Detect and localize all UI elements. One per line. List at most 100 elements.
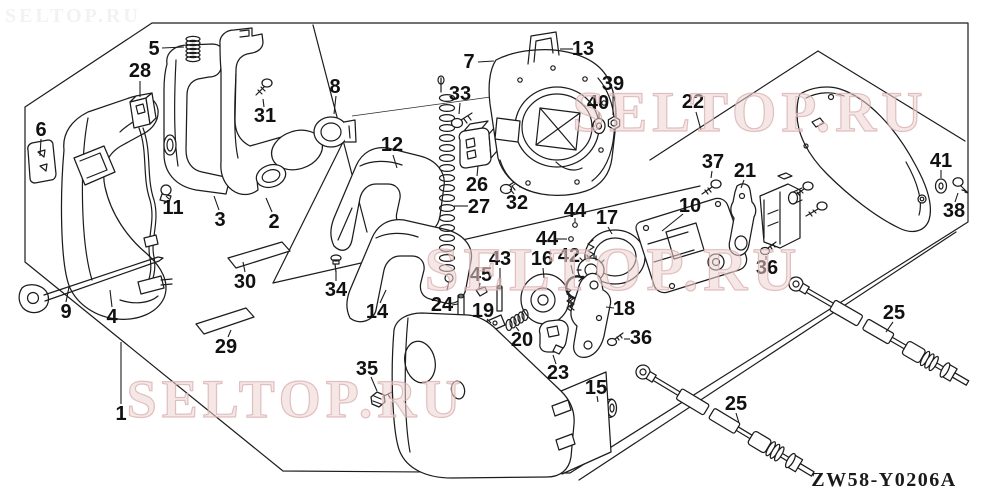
leader-line-24 — [451, 303, 459, 306]
part-number-label-34: 34 — [325, 279, 348, 301]
part-rear-cover-panel — [796, 86, 931, 233]
part-number-label-16: 16 — [531, 248, 553, 270]
part-number-label-32: 32 — [506, 192, 528, 214]
leader-line-29 — [227, 329, 232, 338]
part-number-label-8: 8 — [329, 76, 340, 98]
part-number-label-30: 30 — [234, 271, 256, 293]
part-30-grip-strip — [227, 241, 291, 269]
watermark-top-right: SELTOP.RU — [573, 81, 928, 144]
part-number-label-38: 38 — [943, 200, 965, 222]
part-5-spring — [185, 35, 201, 63]
part-number-label-23: 23 — [547, 362, 569, 384]
drawing-code: ZW58-Y0206A — [811, 469, 956, 491]
part-11-clip — [159, 184, 172, 203]
part-13-clip-bracket — [527, 31, 560, 65]
leader-line-19 — [486, 318, 492, 324]
leader-line-33 — [458, 102, 461, 115]
part-number-label-35: 35 — [356, 358, 378, 380]
part-number-label-19: 19 — [472, 300, 494, 322]
leader-line-3 — [213, 195, 220, 211]
assembly-boundary-lines — [24, 22, 969, 481]
part-38-screw — [952, 177, 969, 194]
leader-line-15 — [596, 395, 599, 403]
part-number-label-1: 1 — [115, 403, 126, 425]
part-number-label-9: 9 — [60, 301, 71, 323]
leader-line-42 — [570, 264, 574, 275]
leader-line-35 — [370, 376, 378, 392]
part-45-wedge — [475, 286, 488, 297]
leader-line-2 — [265, 197, 273, 213]
part-number-label-12: 12 — [381, 134, 403, 156]
part-number-label-28: 28 — [129, 60, 151, 82]
part-number-label-43: 43 — [489, 248, 511, 270]
part-number-label-20: 20 — [511, 329, 533, 351]
leader-line-22 — [695, 111, 702, 131]
part-number-label-42: 42 — [558, 245, 580, 267]
part-8-bushing-ring — [313, 116, 357, 148]
part-number-label-29: 29 — [215, 336, 237, 358]
part-7-pivot-plate — [488, 49, 617, 196]
part-16-gear — [520, 273, 573, 325]
part-28-switch-harness — [129, 92, 173, 295]
part-14-cover-lower-half — [346, 219, 473, 323]
leader-line-20 — [515, 326, 520, 332]
part-10-mount-plate — [635, 197, 748, 294]
part-number-label-21: 21 — [734, 160, 756, 182]
part-20-spring — [505, 308, 529, 332]
part-9-pivot-pin — [18, 256, 164, 314]
leader-line-7 — [477, 60, 495, 63]
watermarks: SELTOP.RU SELTOP.RU SELTOP.RU SELTOP.RU — [5, 5, 928, 430]
part-number-label-17: 17 — [596, 207, 618, 229]
part-number-label-39: 39 — [602, 73, 624, 95]
part-25-cable-lower — [632, 360, 818, 482]
leader-line-32 — [509, 188, 515, 195]
part-number-label-27: 27 — [468, 196, 490, 218]
part-number-label-3: 3 — [214, 209, 225, 231]
part-number-label-26: 26 — [466, 174, 488, 196]
leader-line-45 — [478, 282, 481, 289]
part-number-label-13: 13 — [572, 38, 594, 60]
leader-line-21 — [740, 179, 745, 189]
part-number-label-7: 7 — [463, 51, 474, 73]
part-27-long-spring — [437, 75, 456, 291]
part-number-label-22: 22 — [682, 91, 704, 113]
part-number-label-5: 5 — [148, 38, 159, 60]
leader-line-16 — [542, 267, 545, 279]
watermark-bottom-left: SELTOP.RU — [127, 369, 466, 429]
leader-line-26 — [476, 165, 479, 177]
part-number-label-44: 44 — [564, 200, 587, 222]
part-33-screw — [450, 112, 473, 129]
part-number-label-4: 4 — [106, 306, 118, 328]
part-number-label-36: 36 — [630, 327, 652, 349]
part-29-grip-strip — [195, 307, 255, 335]
watermark-faint: SELTOP.RU — [5, 5, 141, 27]
part-26-switch-block — [458, 120, 498, 169]
part-number-label-11: 11 — [162, 197, 183, 219]
leader-line-14 — [379, 289, 387, 304]
leader-line-5 — [161, 46, 185, 49]
leader-line-25 — [885, 321, 894, 333]
part-41-washer — [934, 178, 948, 194]
leader-line-4 — [109, 289, 113, 308]
part-number-label-10: 10 — [679, 195, 701, 217]
leader-line-23 — [552, 354, 557, 365]
part-number-label-2: 2 — [268, 211, 279, 233]
part-23-cam — [538, 319, 569, 355]
part-number-label-37: 37 — [702, 151, 724, 173]
part-number-label-14: 14 — [366, 301, 389, 323]
part-number-label-25: 25 — [725, 393, 747, 415]
part-43-pin — [496, 284, 503, 312]
part-number-label-36: 36 — [756, 257, 778, 279]
part-number-label-24: 24 — [431, 294, 454, 316]
part-21-gasket-plate — [728, 183, 757, 257]
part-3-lever-inner-half — [163, 43, 231, 195]
leader-line-31 — [262, 98, 265, 108]
leader-line-17 — [607, 226, 613, 235]
part-number-label-31: 31 — [254, 105, 276, 127]
callout-dot-44-0 — [572, 222, 578, 228]
leader-line-18 — [605, 306, 615, 309]
leader-line-25 — [735, 412, 740, 424]
